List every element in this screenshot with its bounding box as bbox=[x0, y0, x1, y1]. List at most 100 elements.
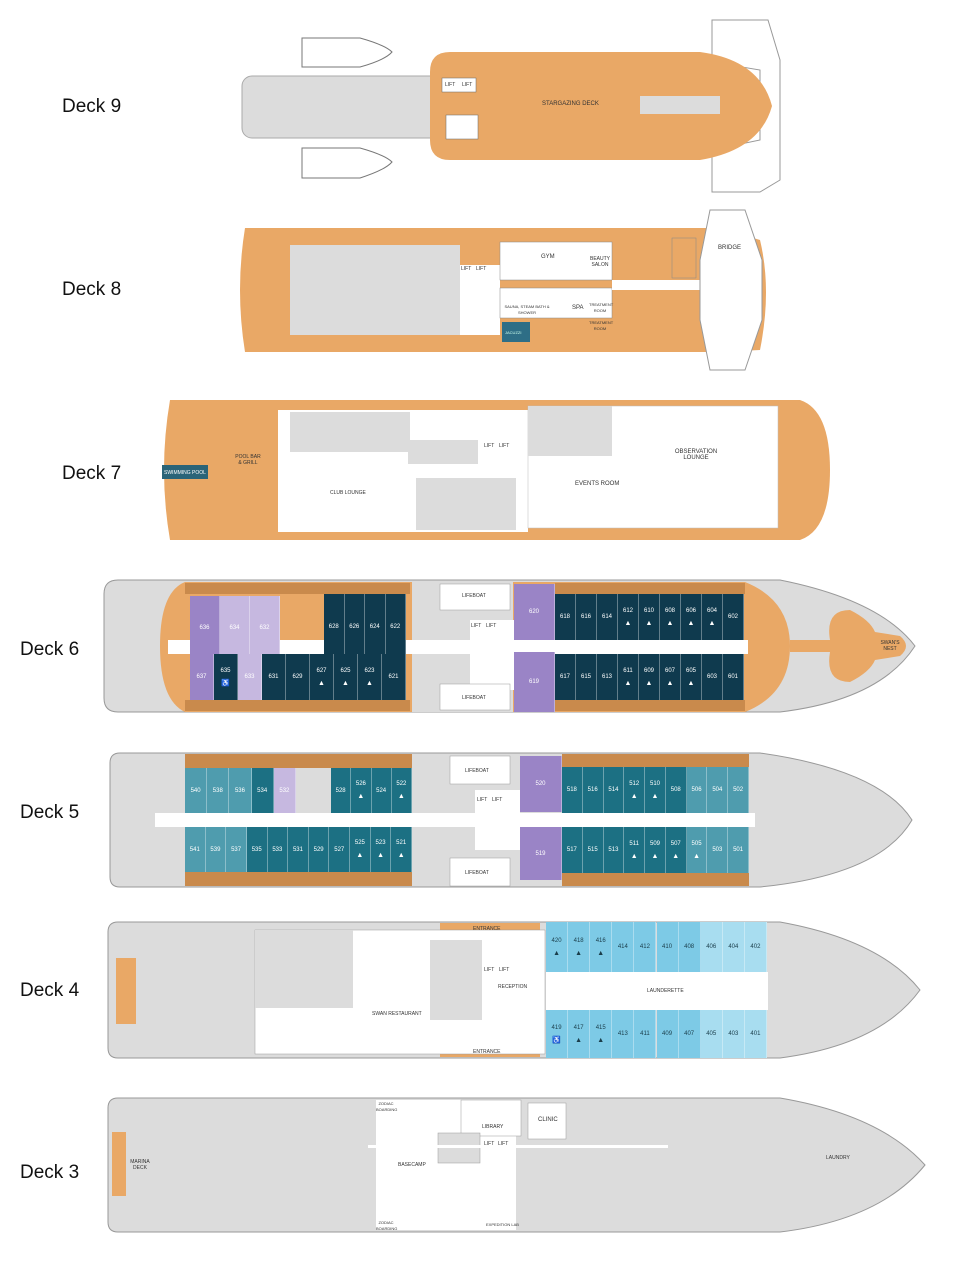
cabin-402[interactable]: 402 bbox=[744, 922, 767, 972]
cabin-419[interactable]: 419♿ bbox=[546, 1010, 569, 1058]
cabin-503[interactable]: 503 bbox=[707, 827, 729, 873]
cabin-508[interactable]: 508 bbox=[665, 767, 687, 813]
cabin-513[interactable]: 513 bbox=[603, 827, 625, 873]
cabin-403[interactable]: 403 bbox=[722, 1010, 745, 1058]
cabin-535[interactable]: 535 bbox=[246, 827, 268, 872]
cabin-504[interactable]: 504 bbox=[707, 767, 729, 813]
cabin-634[interactable]: 634 bbox=[220, 596, 250, 660]
cabin-404[interactable]: 404 bbox=[722, 922, 745, 972]
cabin-522[interactable]: 522▲ bbox=[391, 768, 412, 813]
cabin-536[interactable]: 536 bbox=[229, 768, 252, 813]
cabin-528[interactable]: 528 bbox=[331, 768, 352, 813]
cabin-409[interactable]: 409 bbox=[656, 1010, 679, 1058]
cabin-539[interactable]: 539 bbox=[205, 827, 227, 872]
cabin-628[interactable]: 628 bbox=[324, 594, 345, 660]
cabin-505[interactable]: 505▲ bbox=[686, 827, 708, 873]
cabin-616[interactable]: 616 bbox=[576, 594, 597, 640]
cabin-537[interactable]: 537 bbox=[226, 827, 247, 872]
cabin-604[interactable]: 604▲ bbox=[702, 594, 723, 640]
cabin-622[interactable]: 622 bbox=[385, 594, 406, 660]
cabin-519[interactable]: 519 bbox=[520, 827, 562, 880]
cabin-411[interactable]: 411 bbox=[634, 1010, 657, 1058]
cabin-511[interactable]: 511▲ bbox=[624, 827, 646, 873]
cabin-number: 512 bbox=[629, 780, 640, 787]
sofa-bed-icon: ▲ bbox=[666, 619, 674, 627]
cabin-521[interactable]: 521▲ bbox=[391, 827, 412, 872]
cabin-606[interactable]: 606▲ bbox=[681, 594, 702, 640]
cabin-527[interactable]: 527 bbox=[329, 827, 351, 872]
cabin-512[interactable]: 512▲ bbox=[624, 767, 646, 813]
cabin-406[interactable]: 406 bbox=[700, 922, 723, 972]
cabin-410[interactable]: 410 bbox=[656, 922, 679, 972]
cabin-612[interactable]: 612▲ bbox=[618, 594, 639, 640]
cabin-506[interactable]: 506 bbox=[686, 767, 708, 813]
cabin-number: 538 bbox=[212, 787, 223, 794]
cabin-541[interactable]: 541 bbox=[185, 827, 206, 872]
cabin-525[interactable]: 525▲ bbox=[350, 827, 371, 872]
cabin-624[interactable]: 624 bbox=[365, 594, 386, 660]
cabin-617[interactable]: 617 bbox=[555, 654, 576, 700]
cabin-538[interactable]: 538 bbox=[207, 768, 230, 813]
cabin-629[interactable]: 629 bbox=[286, 654, 310, 700]
cabin-635[interactable]: 635♿ bbox=[214, 654, 238, 700]
cabin-619[interactable]: 619 bbox=[514, 652, 555, 712]
cabin-618[interactable]: 618 bbox=[555, 594, 576, 640]
cabin-418[interactable]: 418▲ bbox=[568, 922, 591, 972]
cabin-603[interactable]: 603 bbox=[702, 654, 723, 700]
cabin-413[interactable]: 413 bbox=[612, 1010, 635, 1058]
cabin-623[interactable]: 623▲ bbox=[358, 654, 382, 700]
cabin-405[interactable]: 405 bbox=[700, 1010, 723, 1058]
cabin-412[interactable]: 412 bbox=[634, 922, 657, 972]
cabin-613[interactable]: 613 bbox=[597, 654, 618, 700]
cabin-514[interactable]: 514 bbox=[603, 767, 625, 813]
cabin-632[interactable]: 632 bbox=[250, 596, 280, 660]
cabin-420[interactable]: 420▲ bbox=[546, 922, 569, 972]
cabin-601[interactable]: 601 bbox=[723, 654, 744, 700]
cabin-526[interactable]: 526▲ bbox=[351, 768, 372, 813]
cabin-517[interactable]: 517 bbox=[562, 827, 583, 873]
cabin-625[interactable]: 625▲ bbox=[334, 654, 358, 700]
cabin-507[interactable]: 507▲ bbox=[665, 827, 687, 873]
cabin-516[interactable]: 516 bbox=[582, 767, 604, 813]
cabin-408[interactable]: 408 bbox=[678, 922, 701, 972]
cabin-607[interactable]: 607▲ bbox=[660, 654, 681, 700]
cabin-614[interactable]: 614 bbox=[597, 594, 618, 640]
cabin-531[interactable]: 531 bbox=[288, 827, 309, 872]
pool-bar-label: POOL BAR & GRILL bbox=[235, 454, 261, 466]
cabin-533[interactable]: 533 bbox=[267, 827, 289, 872]
cabin-515[interactable]: 515 bbox=[582, 827, 604, 873]
cabin-621[interactable]: 621 bbox=[382, 654, 406, 700]
cabin-605[interactable]: 605▲ bbox=[681, 654, 702, 700]
cabin-631[interactable]: 631 bbox=[262, 654, 286, 700]
cabin-611[interactable]: 611▲ bbox=[618, 654, 639, 700]
cabin-534[interactable]: 534 bbox=[251, 768, 274, 813]
cabin-510[interactable]: 510▲ bbox=[645, 767, 666, 813]
cabin-633[interactable]: 633 bbox=[238, 654, 262, 700]
cabin-416[interactable]: 416▲ bbox=[590, 922, 613, 972]
cabin-417[interactable]: 417▲ bbox=[568, 1010, 591, 1058]
cabin-502[interactable]: 502 bbox=[728, 767, 749, 813]
cabin-615[interactable]: 615 bbox=[576, 654, 597, 700]
cabin-540[interactable]: 540 bbox=[185, 768, 208, 813]
cabin-602[interactable]: 602 bbox=[723, 594, 744, 640]
cabin-637[interactable]: 637 bbox=[190, 654, 214, 700]
cabin-608[interactable]: 608▲ bbox=[660, 594, 681, 640]
cabin-626[interactable]: 626 bbox=[344, 594, 365, 660]
cabin-532[interactable]: 532 bbox=[273, 768, 296, 813]
cabin-524[interactable]: 524 bbox=[371, 768, 392, 813]
cabin-520[interactable]: 520 bbox=[520, 756, 562, 812]
cabin-401[interactable]: 401 bbox=[744, 1010, 767, 1058]
cabin-610[interactable]: 610▲ bbox=[639, 594, 660, 640]
cabin-627[interactable]: 627▲ bbox=[310, 654, 334, 700]
cabin-415[interactable]: 415▲ bbox=[590, 1010, 613, 1058]
cabin-620[interactable]: 620 bbox=[514, 584, 555, 640]
cabin-636[interactable]: 636 bbox=[190, 596, 220, 660]
cabin-407[interactable]: 407 bbox=[678, 1010, 701, 1058]
cabin-518[interactable]: 518 bbox=[562, 767, 583, 813]
cabin-509[interactable]: 509▲ bbox=[645, 827, 666, 873]
cabin-501[interactable]: 501 bbox=[728, 827, 749, 873]
cabin-609[interactable]: 609▲ bbox=[639, 654, 660, 700]
cabin-523[interactable]: 523▲ bbox=[370, 827, 392, 872]
cabin-529[interactable]: 529 bbox=[308, 827, 330, 872]
cabin-414[interactable]: 414 bbox=[612, 922, 635, 972]
